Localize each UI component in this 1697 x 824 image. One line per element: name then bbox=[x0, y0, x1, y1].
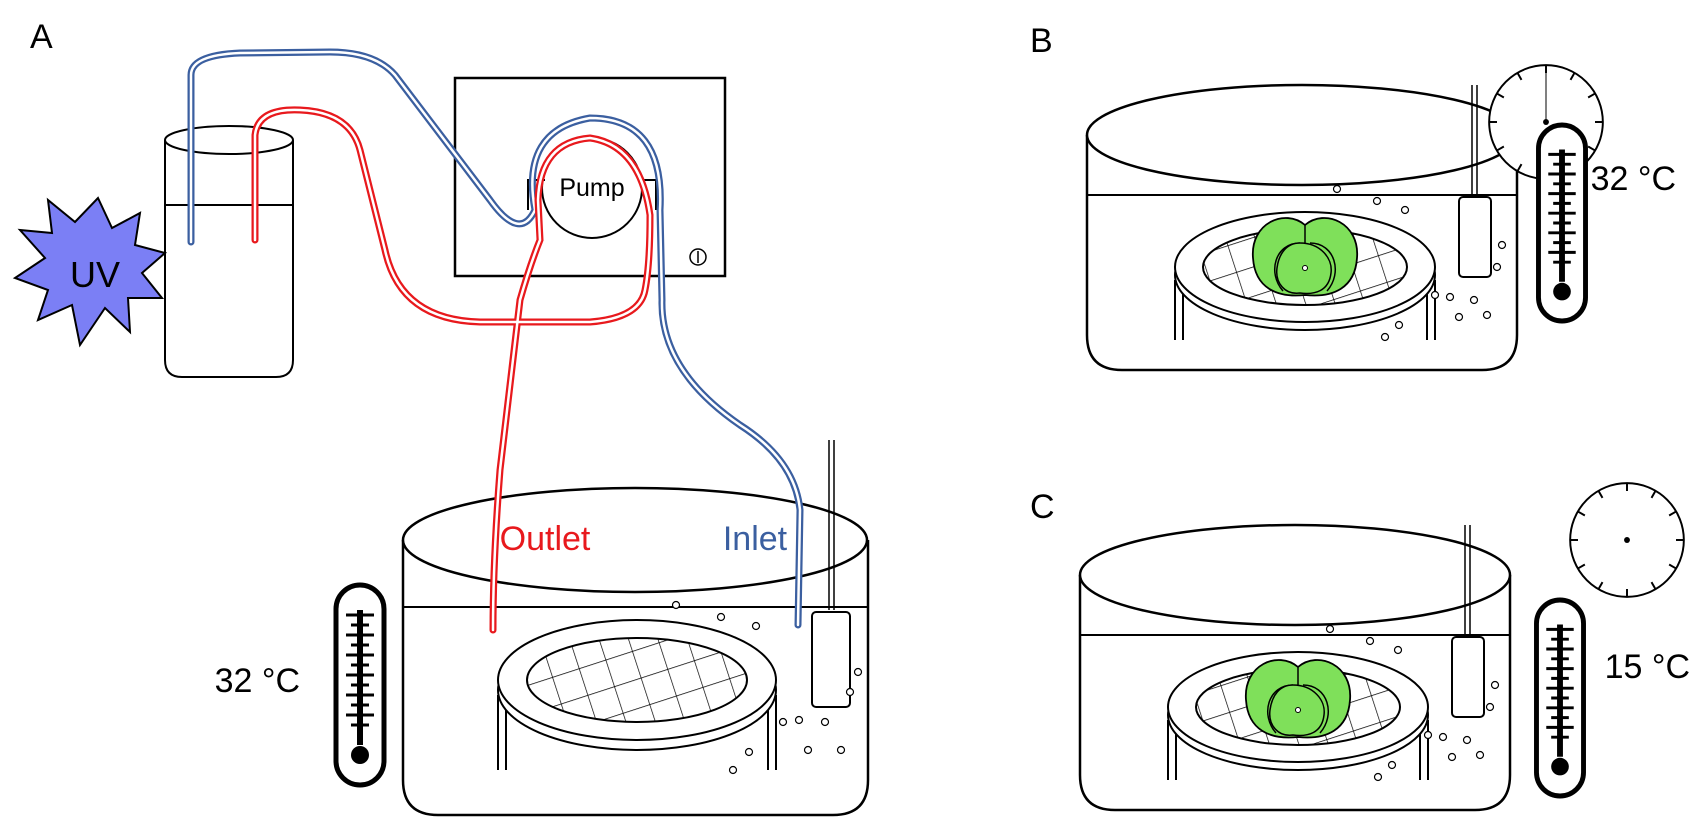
temperature-b-label: 32 °C bbox=[1591, 160, 1676, 198]
panel-c-letter: C bbox=[1030, 488, 1055, 526]
reservoir-beaker bbox=[164, 125, 294, 378]
thermometer-c-icon bbox=[1536, 600, 1583, 796]
timer-c-icon bbox=[1569, 482, 1685, 598]
temperature-c-label: 15 °C bbox=[1605, 648, 1690, 686]
temperature-a-label: 32 °C bbox=[215, 662, 300, 700]
apple-c-icon bbox=[1244, 659, 1352, 739]
uv-label: UV bbox=[70, 254, 120, 295]
thermometer-b-icon bbox=[1538, 125, 1585, 321]
uv-lamp-icon: UV bbox=[12, 196, 168, 348]
inlet-tube bbox=[187, 48, 804, 629]
panel-b-letter: B bbox=[1030, 22, 1053, 60]
bath-a bbox=[401, 440, 870, 817]
inlet-label: Inlet bbox=[723, 520, 788, 558]
apple-b-icon bbox=[1251, 217, 1359, 297]
thermometer-a-icon bbox=[336, 585, 384, 785]
pump-unit: Pump bbox=[453, 76, 727, 278]
pump-label: Pump bbox=[559, 174, 624, 202]
outlet-tube bbox=[251, 106, 654, 634]
panel-a-letter: A bbox=[30, 18, 53, 56]
outlet-label: Outlet bbox=[500, 520, 591, 558]
